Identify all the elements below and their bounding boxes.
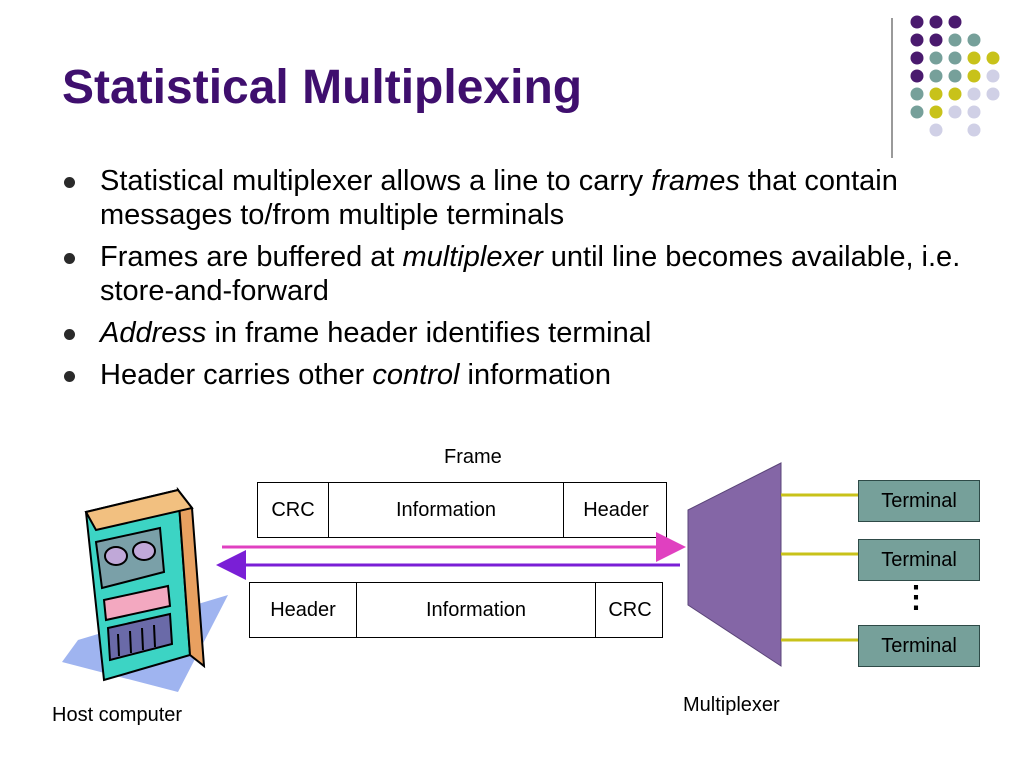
bullet-text-run: information [459,359,611,391]
decor-dot [948,33,962,47]
terminal-box-2: Terminal [858,539,980,581]
decor-dot [929,33,943,47]
decor-dot [948,87,962,101]
bottom-frame-divider-2 [595,583,596,637]
decor-dot-grid [910,15,1000,137]
multiplexer-label: Multiplexer [683,694,780,716]
decor-dot [986,87,1000,101]
bullet-item: Address in frame header identifies termi… [62,316,962,350]
decor-dot [910,33,924,47]
top-frame: CRC Information Header [257,482,667,538]
bottom-frame-crc: CRC [608,598,652,621]
bottom-frame-header: Header [270,598,336,621]
bullet-text-run: until line becomes available, i.e. store… [100,241,961,307]
top-frame-information: Information [395,498,497,521]
bottom-frame: Header Information CRC [249,582,663,638]
bullet-text-run: multiplexer [402,241,543,273]
terminal-box-3: Terminal [858,625,980,667]
bullet-item: Statistical multiplexer allows a line to… [62,164,962,232]
bullet-item: Frames are buffered at multiplexer until… [62,240,962,308]
multiplexer-shape [687,462,782,667]
decor-dot [967,123,981,137]
decor-dot [929,15,943,29]
decor-dot [910,15,924,29]
bullet-text-run: Header carries other [100,359,373,391]
decor-dot [967,69,981,83]
bullet-list: Statistical multiplexer allows a line to… [62,164,962,400]
bullet-text-run: Address [100,317,207,349]
decor-dot [910,69,924,83]
decor-dot [986,51,1000,65]
host-computer-label: Host computer [52,704,183,726]
decor-dot [967,33,981,47]
decor-dot [948,51,962,65]
bullet-text-run: in frame header identifies terminal [206,317,652,349]
top-frame-crc: CRC [271,498,315,521]
decor-dot [948,69,962,83]
bullet-item: Header carries other control information [62,358,962,392]
bullet-text-run: Frames are buffered at [100,241,403,273]
decor-dot [967,51,981,65]
decor-dot [967,105,981,119]
bullet-text-run: Statistical multiplexer allows a line to… [100,165,652,197]
decor-dot [929,123,943,137]
decor-dot [929,69,943,83]
decor-dot [929,105,943,119]
slide-title: Statistical Multiplexing [62,61,583,114]
diagram-lines [62,462,858,692]
decor-dot [986,69,1000,83]
host-computer-icon [62,486,228,692]
decor-dot [967,87,981,101]
top-frame-divider-2 [563,483,564,537]
bullet-dot [64,371,75,382]
bullet-dot [64,177,75,188]
bullet-text-run: that contain messages to/from multiple t… [100,165,898,231]
top-frame-header: Header [583,498,649,521]
bottom-frame-information: Information [425,598,527,621]
multiplexing-diagram: Frame CRC Information Header Header Info… [0,430,1024,768]
terminal-box-1: Terminal [858,480,980,522]
bullet-dot [64,329,75,340]
decor-dot [910,51,924,65]
decor-dot [910,105,924,119]
decor-divider-line [891,18,893,158]
decor-dot [929,51,943,65]
bullet-text-run: control [372,359,460,391]
decor-dot [948,15,962,29]
bottom-frame-divider-1 [356,583,357,637]
decor-dot [929,87,943,101]
decor-dot [948,105,962,119]
bullet-dot [64,253,75,264]
bullet-text-run: frames [651,165,740,197]
decor-dot [910,87,924,101]
terminal-ellipsis: ⋮ [901,581,931,614]
frame-label: Frame [444,446,502,468]
top-frame-divider-1 [328,483,329,537]
